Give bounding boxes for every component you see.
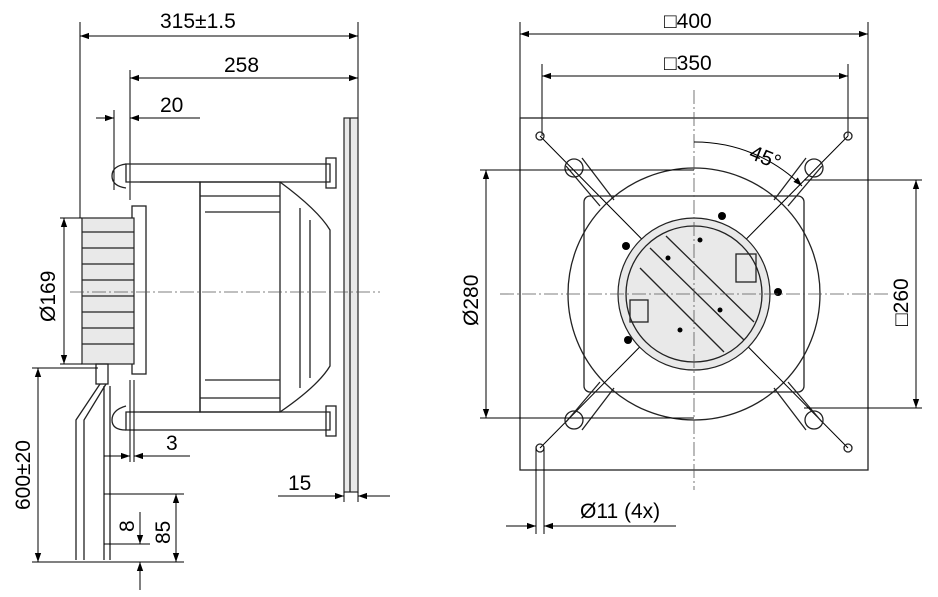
impeller-blades [199, 181, 281, 413]
cable-lead [75, 383, 101, 560]
screw [774, 288, 782, 296]
impeller-hub [140, 181, 201, 413]
bar-clamp-top [325, 157, 337, 189]
dim-cable-length: 600±20 [12, 440, 35, 510]
dim-lead-length: 85 [152, 521, 175, 544]
mounting-hole [843, 131, 853, 141]
mounting-hole [535, 131, 545, 141]
bracket-foot [804, 158, 824, 178]
bracket-foot [564, 158, 584, 178]
mounting-hole [843, 443, 853, 453]
bar-clamp-bottom [325, 405, 337, 437]
cooling-fins [82, 231, 134, 345]
dim-hole-spacing: □350 [664, 52, 712, 75]
bracket-foot [804, 410, 824, 430]
dim-flange-thickness: 15 [288, 472, 311, 495]
screw [718, 212, 726, 220]
dim-arc-angle [693, 141, 803, 187]
circuit-board [629, 235, 757, 353]
inlet-cone [279, 181, 331, 413]
bracket-foot [564, 410, 584, 430]
dim-hub-offset: 20 [160, 94, 183, 117]
dim-bracket-size: □260 [890, 278, 913, 326]
screw [622, 242, 630, 250]
bracket-arm [773, 157, 823, 207]
screw [624, 336, 632, 344]
support-bar-top [125, 163, 331, 183]
dim-flange-gap: 3 [166, 432, 178, 455]
support-bar-bottom [125, 411, 331, 431]
motor-housing [81, 217, 135, 365]
dim-overall-length: 315±1.5 [160, 10, 236, 33]
dim-inlet-diameter: Ø280 [460, 275, 483, 326]
cable-gland [95, 363, 109, 385]
bracket-arm [565, 381, 615, 431]
dim-motor-diameter: Ø169 [37, 271, 60, 322]
bracket-arm [565, 157, 615, 207]
dim-hole-diameter: Ø11 (4x) [580, 500, 660, 523]
dim-body-length: 258 [224, 54, 259, 77]
cable-lead [83, 383, 107, 560]
dim-hole-angle: 45° [746, 141, 784, 174]
bar-bend-top [111, 163, 127, 189]
bracket-arm [773, 381, 823, 431]
front-view: □400 □350 [460, 10, 922, 534]
bar-bend-bottom [111, 405, 127, 431]
mounting-flange [343, 117, 359, 493]
dim-strip-length: 8 [116, 520, 139, 532]
dim-plate-size: □400 [664, 10, 712, 33]
side-view: 315±1.5 258 20 [12, 10, 390, 590]
